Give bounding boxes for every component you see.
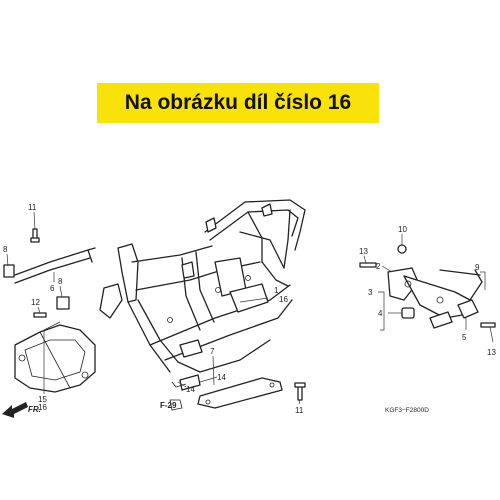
label-11: 11 — [28, 203, 37, 212]
reference-marker — [169, 399, 183, 411]
bolts — [30, 228, 496, 401]
label-1: 1 — [274, 286, 279, 295]
label-5: 5 — [462, 333, 467, 342]
diagram-code: KGF3−F2800D — [385, 407, 429, 414]
banner-text: Na obrázku díl číslo 16 — [124, 91, 352, 114]
label-16: 16 — [38, 403, 47, 412]
label-8: 8 — [3, 245, 8, 254]
title-banner: Na obrázku díl číslo 16 — [97, 83, 379, 123]
front-direction-arrow-icon — [2, 402, 28, 418]
label-13: 13 — [359, 247, 368, 256]
rear-bar — [171, 374, 283, 409]
front-bracket-assembly — [3, 247, 96, 393]
main-frame — [99, 199, 306, 373]
label-3: 3 — [368, 288, 373, 297]
label-10: 10 — [398, 225, 407, 234]
label-11: 11 — [295, 406, 304, 415]
label-7: 7 — [210, 347, 215, 356]
label-15: 15 — [38, 395, 47, 404]
label-12: 12 — [31, 298, 40, 307]
label-8: 8 — [58, 277, 63, 286]
figure-reference: F-29 — [160, 401, 177, 410]
label-14: 14 — [217, 373, 226, 382]
label-13: 13 — [487, 348, 496, 357]
label-16: 16 — [279, 295, 288, 304]
label-14: 14 — [186, 385, 195, 394]
label-9: 9 — [475, 263, 480, 272]
part-labels: 11 8 6 8 12 15 16 FR. 1 16 7 14 14 F-29 … — [3, 203, 496, 415]
front-direction-label: FR. — [28, 405, 41, 414]
stand-assembly — [387, 244, 483, 329]
label-2: 2 — [376, 262, 381, 271]
label-6: 6 — [50, 284, 55, 293]
leader-lines — [6, 211, 494, 405]
label-4: 4 — [378, 309, 383, 318]
